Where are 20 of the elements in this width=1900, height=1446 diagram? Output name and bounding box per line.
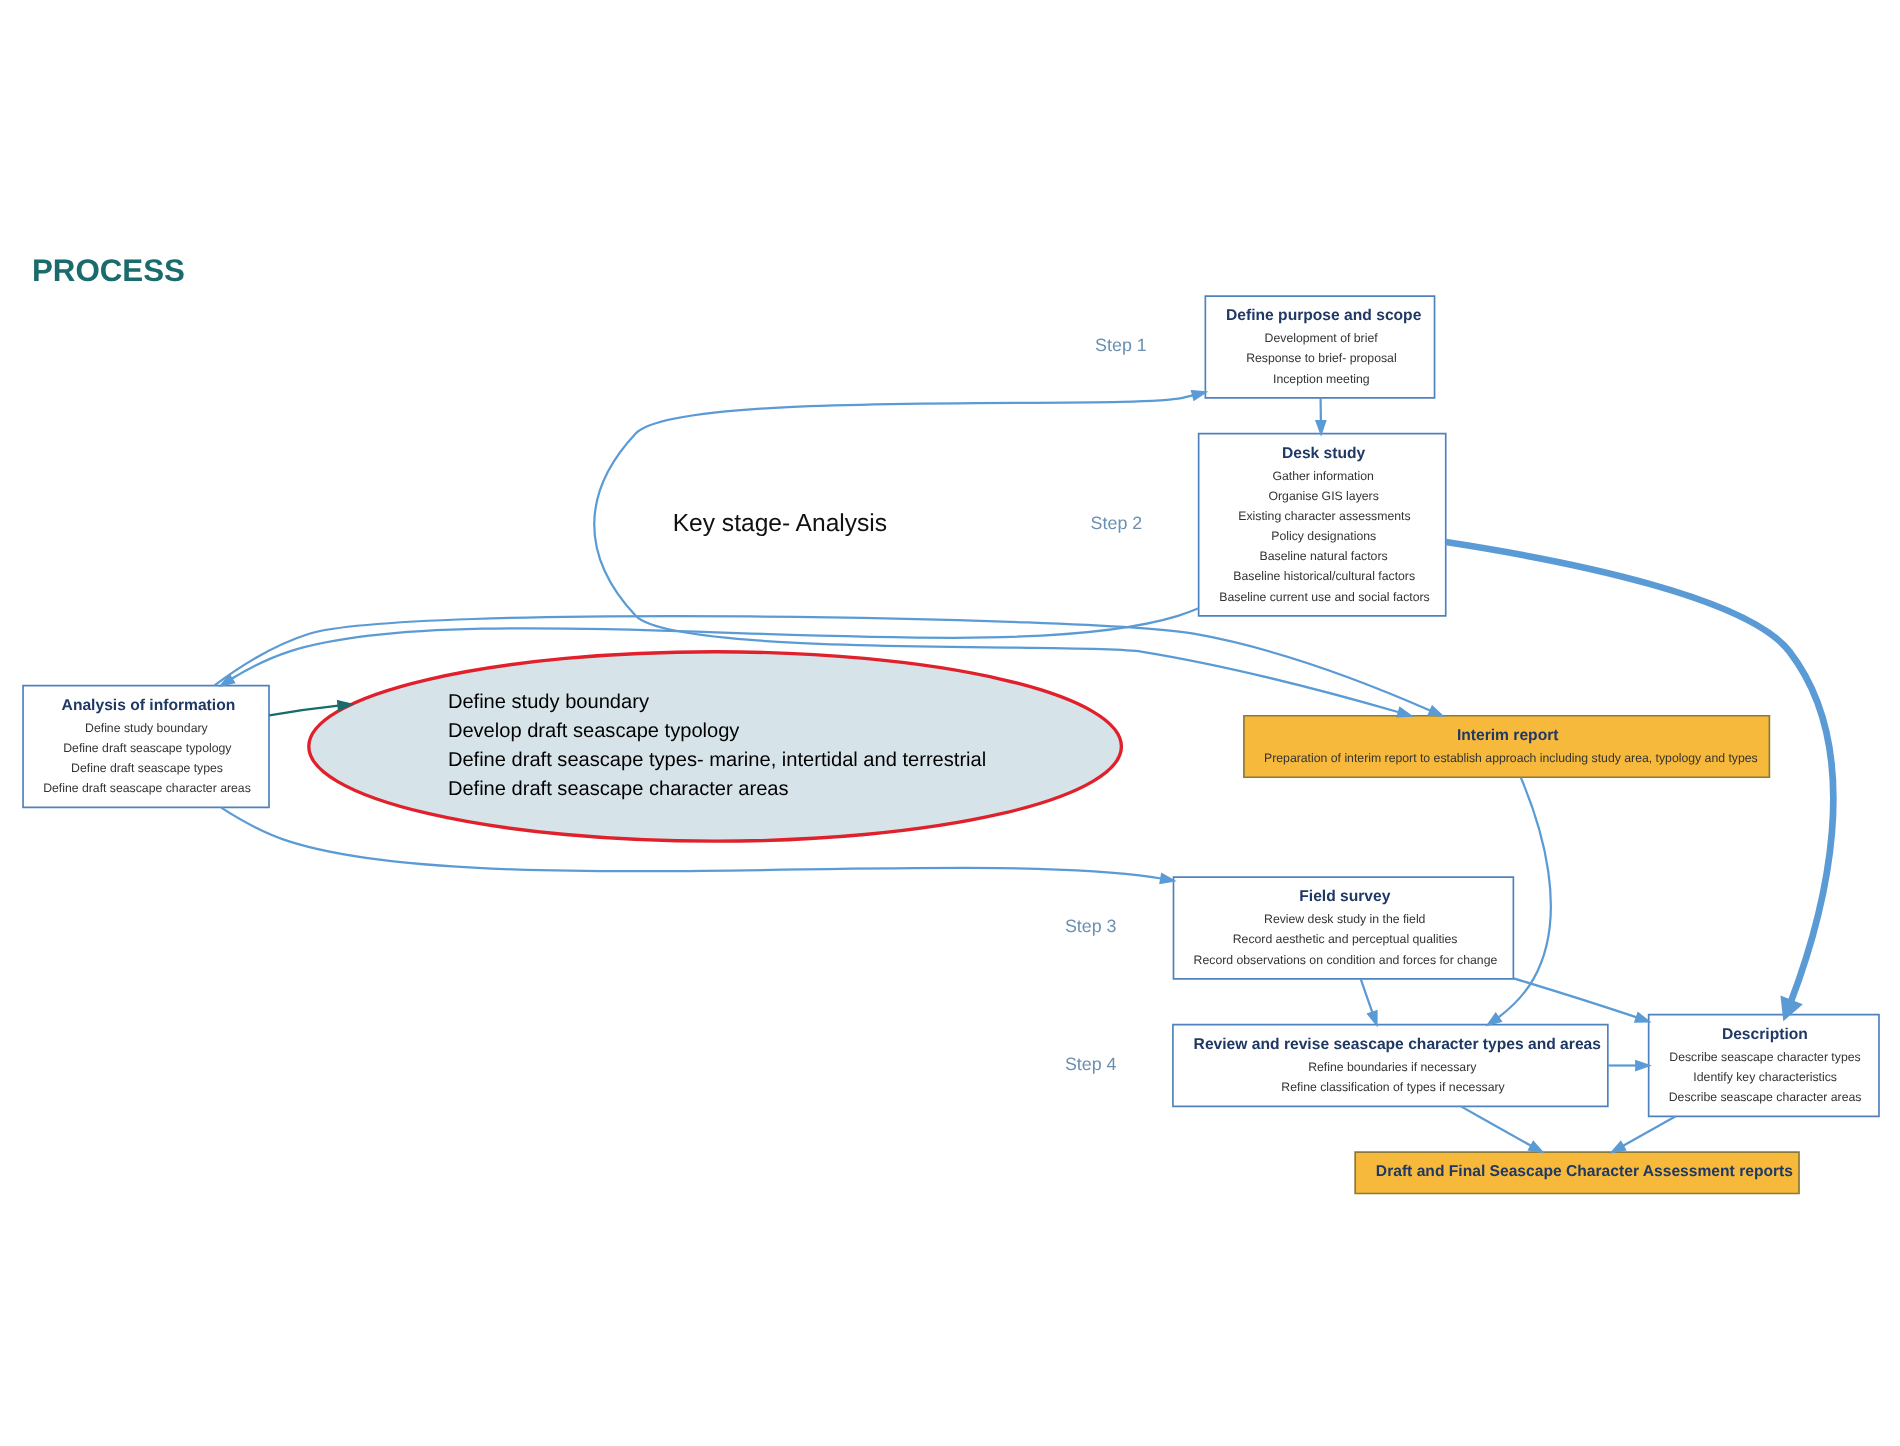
- arrow: [592, 389, 1413, 718]
- label: Step 3: [1063, 916, 1116, 937]
- label: Key stage- Analysis: [671, 508, 887, 537]
- diagram-title: PROCESS: [30, 254, 184, 289]
- arrow: [1459, 1105, 1544, 1154]
- label: Step 2: [1089, 512, 1142, 533]
- arrow: [1512, 977, 1651, 1023]
- arrow: [268, 699, 354, 717]
- label: Step 4: [1063, 1053, 1116, 1074]
- arrow: [1358, 978, 1377, 1028]
- arrow: [1484, 777, 1551, 1027]
- arrow: [1313, 397, 1326, 437]
- node-ellipse: Define study boundary Develop draft seascape typology Define draft seascape types- marine, intertidal and terrestrial Define draft seascape character areas: [306, 650, 1123, 843]
- arrow: [1608, 1115, 1675, 1154]
- arrow: [212, 615, 1444, 718]
- arrow: [1607, 1059, 1651, 1072]
- arrow: [219, 806, 1176, 885]
- arrow: [1444, 538, 1836, 1022]
- arrow: [217, 607, 1199, 688]
- label: Step 1: [1094, 335, 1146, 356]
